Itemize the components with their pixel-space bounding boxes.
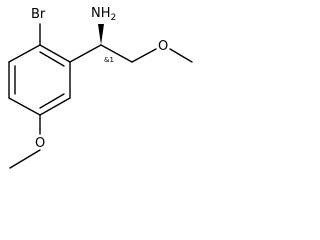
ring-bond-c3-c4 bbox=[39, 97, 71, 116]
ring-bond-c6-c1 bbox=[8, 44, 41, 63]
ether-oxygen-side-chain-label: O bbox=[158, 39, 168, 54]
benzene-ring bbox=[8, 44, 71, 116]
wedge-bond-amine bbox=[98, 24, 104, 45]
amine-nh-text: NH bbox=[91, 6, 111, 21]
bond-oxygen-methyl-side-chain bbox=[169, 48, 193, 63]
ring-double-bond-inner-2 bbox=[39, 93, 65, 109]
ether-oxygen-ring-label: O bbox=[35, 136, 45, 151]
amine-subscript: 2 bbox=[111, 13, 117, 23]
amine-label: NH2 bbox=[91, 6, 116, 23]
bromine-label: Br bbox=[31, 7, 46, 22]
ring-bond-c4-c5 bbox=[8, 97, 41, 116]
bond-ch2-oxygen bbox=[131, 48, 157, 63]
ring-double-bond-inner-1 bbox=[39, 51, 65, 67]
ring-bond-c1-c2 bbox=[39, 44, 71, 63]
stereo-center-label: &1 bbox=[104, 56, 114, 64]
bond-ring-chiral-carbon bbox=[69, 44, 102, 63]
bond-oxygen-methyl-ring bbox=[9, 149, 41, 169]
bond-chiral-carbon-ch2 bbox=[100, 44, 133, 63]
molecule-structure: Br NH2 &1 O O bbox=[8, 6, 193, 169]
